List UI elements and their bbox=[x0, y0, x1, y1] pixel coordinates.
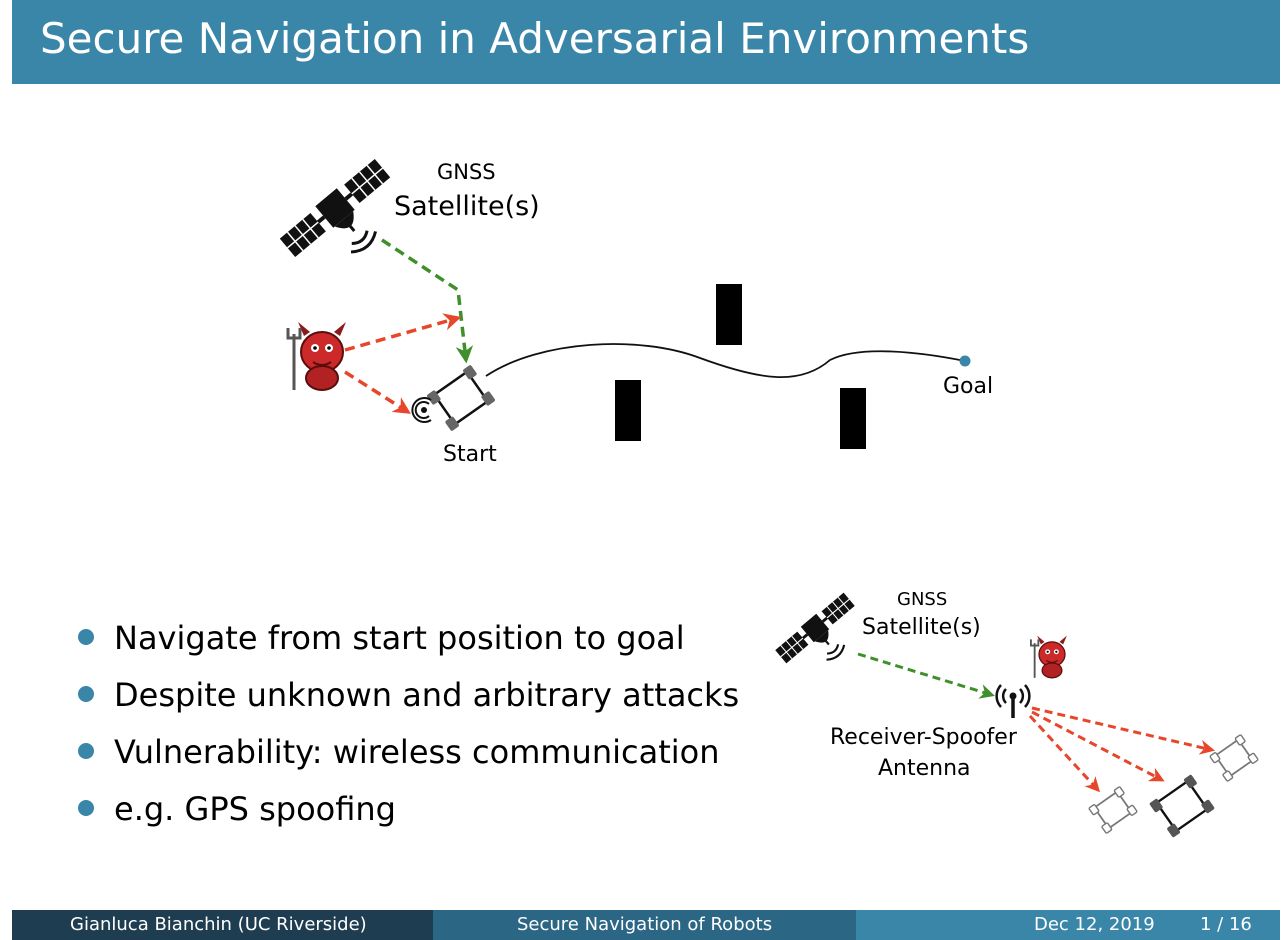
obstacle bbox=[615, 380, 641, 441]
satellite-icon bbox=[279, 158, 391, 258]
spoof-arrow bbox=[1031, 710, 1165, 782]
goal-marker bbox=[959, 355, 971, 367]
bullet-item: Navigate from start position to goal bbox=[76, 610, 739, 667]
bullet-item: e.g. GPS spoofing bbox=[76, 781, 739, 838]
goal-label: Goal bbox=[943, 374, 994, 399]
bullet-item: Vulnerability: wireless communication bbox=[76, 724, 739, 781]
satellite-label: Satellite(s) bbox=[862, 615, 981, 640]
footer-author-section: Gianluca Bianchin (UC Riverside) bbox=[12, 910, 433, 940]
footer-meta-section: Dec 12, 2019 1 / 16 bbox=[856, 910, 1280, 940]
bullet-list: Navigate from start position to goal Des… bbox=[76, 610, 739, 838]
robot-ghost-icon bbox=[1088, 786, 1138, 834]
attack-arrow-to-robot bbox=[344, 370, 411, 414]
receiver-antenna-icon bbox=[411, 397, 432, 423]
attacker-devil-icon bbox=[286, 322, 346, 391]
footer-title-section: Secure Navigation of Robots bbox=[433, 910, 856, 940]
footer-short-title: Secure Navigation of Robots bbox=[517, 914, 773, 935]
satellite-icon bbox=[775, 592, 855, 664]
gnss-label: GNSS bbox=[437, 160, 496, 184]
attacker-devil-icon bbox=[1029, 635, 1067, 679]
obstacle bbox=[840, 388, 866, 449]
footer-author: Gianluca Bianchin (UC Riverside) bbox=[70, 914, 367, 935]
footer-page-number: 1 / 16 bbox=[1200, 914, 1252, 935]
footer-bar: Gianluca Bianchin (UC Riverside) Secure … bbox=[12, 910, 1280, 940]
slide-title: Secure Navigation in Adversarial Environ… bbox=[40, 14, 1030, 63]
footer-date: Dec 12, 2019 bbox=[1034, 914, 1155, 935]
bullet-item: Despite unknown and arbitrary attacks bbox=[76, 667, 739, 724]
start-label: Start bbox=[443, 442, 497, 467]
antenna-label-line2: Antenna bbox=[878, 756, 971, 781]
spoofer-antenna-icon bbox=[995, 684, 1031, 718]
attack-arrow-to-signal bbox=[344, 313, 462, 352]
spoof-arrow bbox=[1028, 714, 1101, 793]
gnss-signal-arrow bbox=[857, 652, 995, 699]
robot-actual-icon bbox=[1149, 774, 1215, 838]
title-bar: Secure Navigation in Adversarial Environ… bbox=[12, 0, 1280, 84]
navigation-path bbox=[485, 343, 966, 379]
gnss-label: GNSS bbox=[897, 589, 948, 610]
satellite-label: Satellite(s) bbox=[394, 191, 540, 222]
spoof-arrow bbox=[1031, 706, 1215, 755]
gnss-signal-arrow bbox=[381, 238, 474, 364]
robot-start-icon bbox=[427, 365, 495, 431]
antenna-label-line1: Receiver-Spoofer bbox=[830, 725, 1017, 750]
obstacle bbox=[716, 284, 742, 345]
robot-ghost-icon bbox=[1209, 734, 1259, 782]
